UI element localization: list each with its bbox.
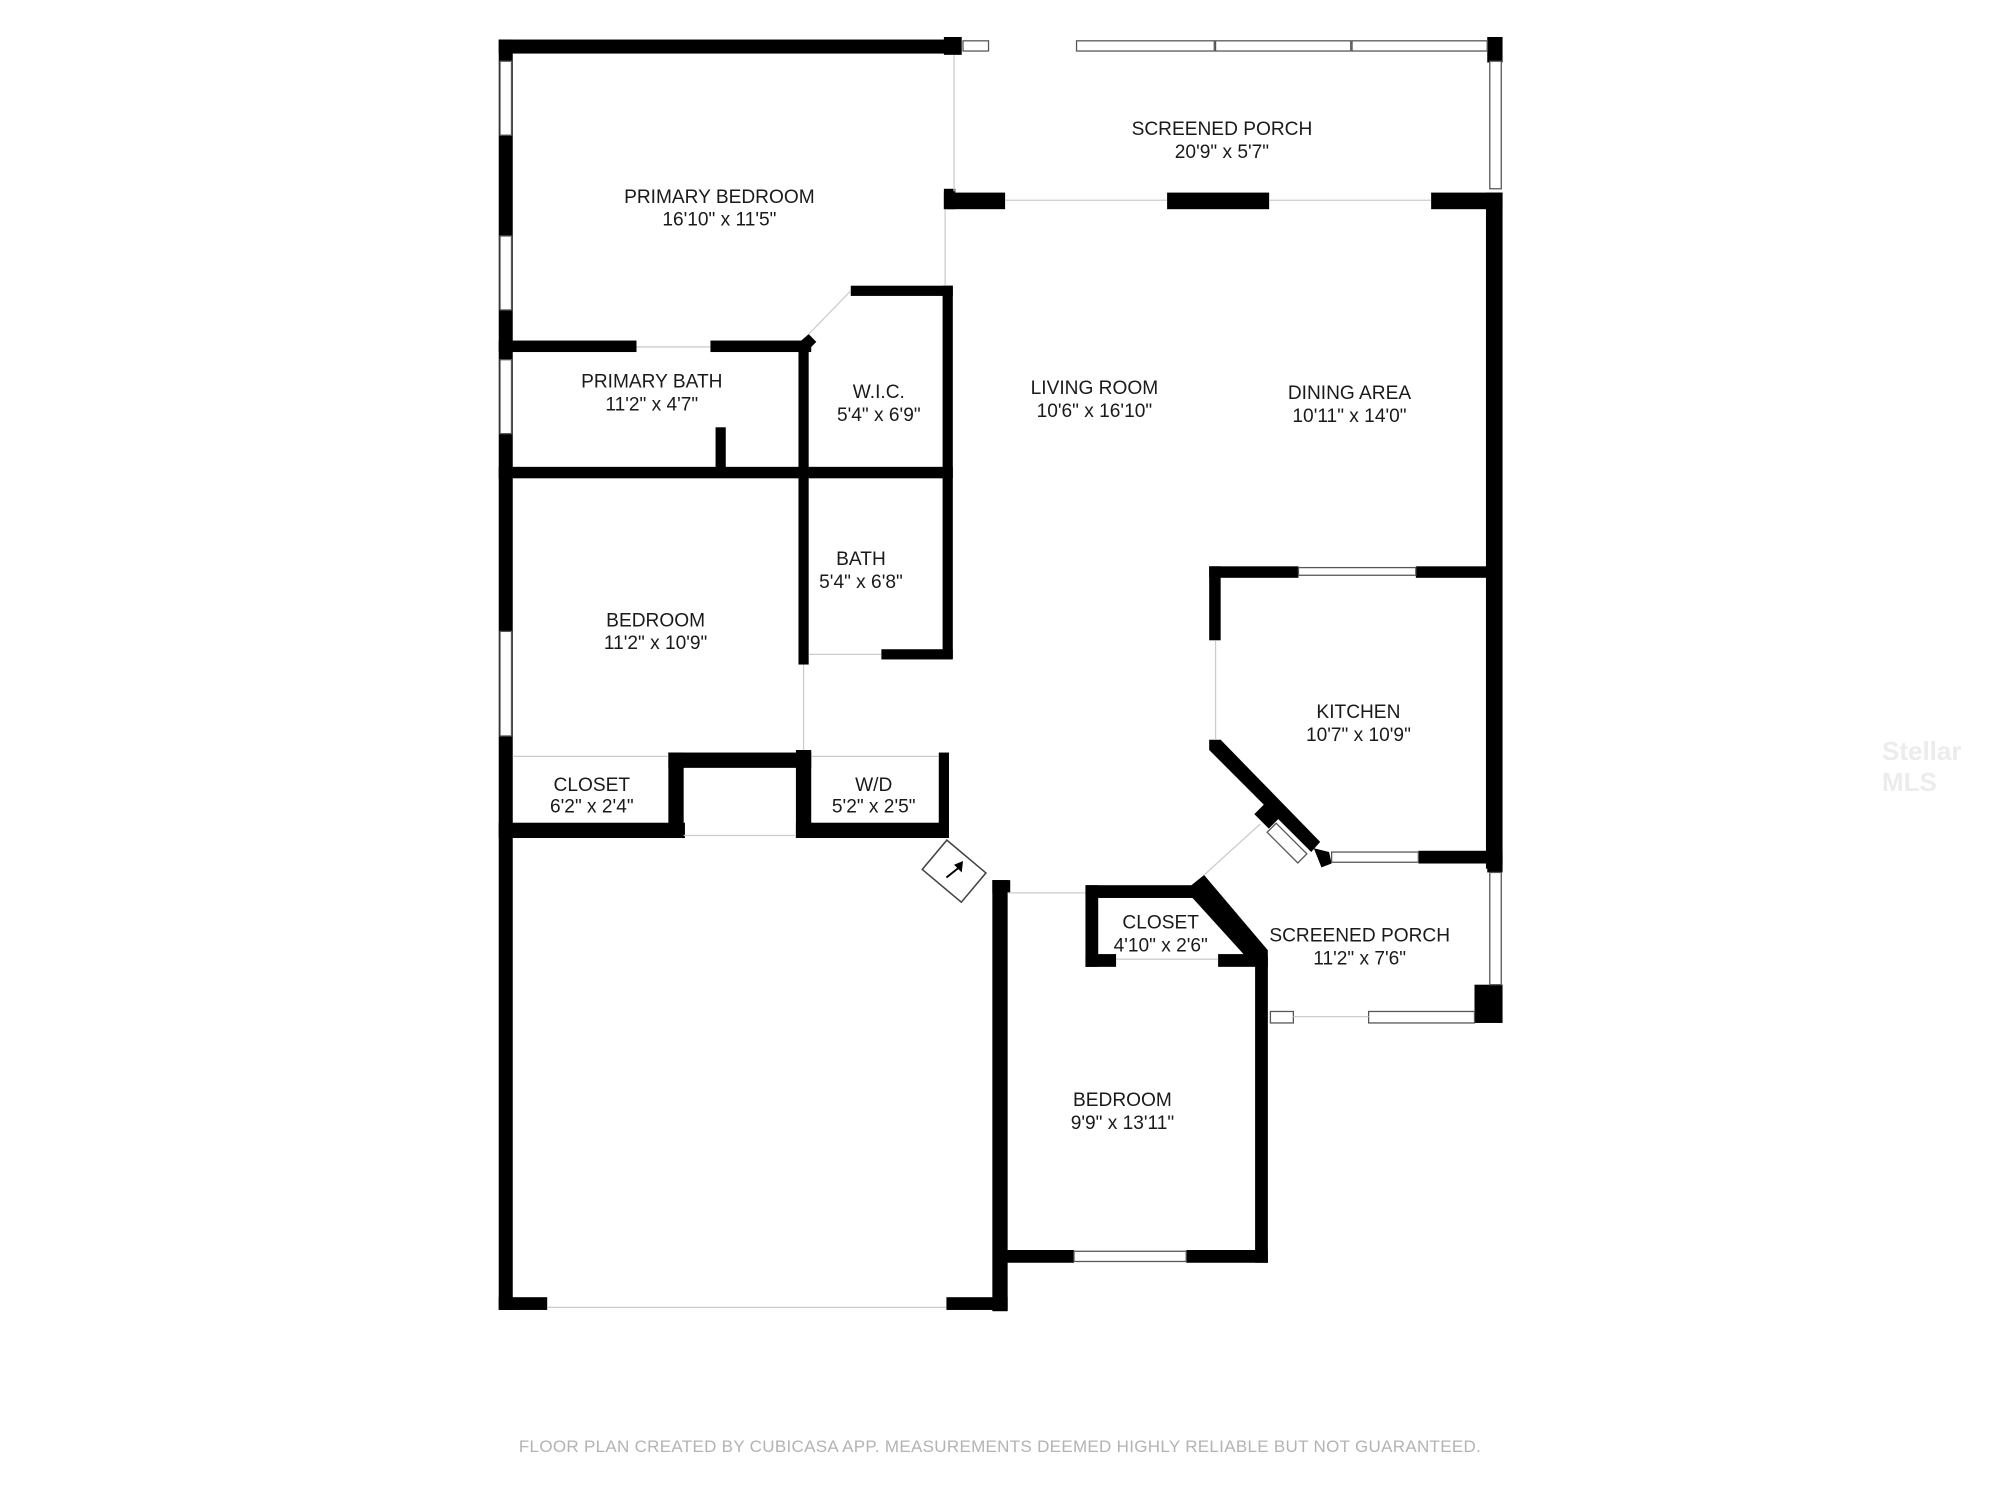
room-name: W/D	[855, 775, 892, 796]
room-label-wic: W.I.C. 5'4" x 6'9"	[837, 382, 921, 426]
room-name: CLOSET	[554, 775, 631, 796]
room-dimensions: 10'7" x 10'9"	[1306, 725, 1411, 746]
room-name: PRIMARY BEDROOM	[624, 187, 815, 208]
room-dimensions: 5'2" x 2'5"	[832, 797, 916, 818]
room-label-primary-bath: PRIMARY BATH 11'2" x 4'7"	[581, 372, 722, 416]
room-dimensions: 10'6" x 16'10"	[1037, 401, 1153, 422]
room-name: CLOSET	[1122, 913, 1199, 934]
room-label-bedroom-west: BEDROOM 11'2" x 10'9"	[604, 610, 707, 654]
room-label-primary-bedroom: PRIMARY BEDROOM 16'10" x 11'5"	[624, 187, 815, 231]
room-name: BEDROOM	[1073, 1090, 1172, 1111]
room-dimensions: 11'2" x 4'7"	[605, 395, 698, 416]
room-dimensions: 10'11" x 14'0"	[1292, 406, 1406, 427]
room-label-dining-area: DINING AREA 10'11" x 14'0"	[1288, 383, 1412, 427]
windows	[499, 40, 1502, 1263]
room-label-wd: W/D 5'2" x 2'5"	[832, 775, 916, 818]
room-label-screened-porch-top: SCREENED PORCH 20'9" x 5'7"	[1132, 119, 1313, 163]
room-label-living-room: LIVING ROOM 10'6" x 16'10"	[1031, 378, 1159, 422]
room-dimensions: 5'4" x 6'9"	[837, 405, 921, 426]
room-label-closet-south: CLOSET 4'10" x 2'6"	[1114, 913, 1208, 957]
openings	[512, 54, 1432, 1309]
room-dimensions: 11'2" x 7'6"	[1313, 948, 1406, 969]
room-name: DINING AREA	[1288, 383, 1412, 404]
room-label-screened-porch-east: SCREENED PORCH 11'2" x 7'6"	[1269, 925, 1450, 969]
room-name: LIVING ROOM	[1031, 378, 1159, 399]
room-dimensions: 11'2" x 10'9"	[604, 633, 707, 654]
room-label-kitchen: KITCHEN 10'7" x 10'9"	[1306, 702, 1411, 746]
room-dimensions: 4'10" x 2'6"	[1114, 936, 1208, 957]
room-dimensions: 6'2" x 2'4"	[550, 797, 634, 818]
room-name: BATH	[836, 549, 886, 570]
room-name: SCREENED PORCH	[1132, 119, 1313, 140]
room-name: PRIMARY BATH	[581, 372, 722, 393]
room-name: W.I.C.	[853, 382, 905, 403]
room-label-bedroom-south: BEDROOM 9'9" x 13'11"	[1071, 1090, 1174, 1134]
room-label-bath: BATH 5'4" x 6'8"	[819, 549, 903, 593]
room-dimensions: 9'9" x 13'11"	[1071, 1113, 1174, 1134]
room-dimensions: 5'4" x 6'8"	[819, 572, 903, 593]
room-label-closet-west: CLOSET 6'2" x 2'4"	[550, 775, 634, 818]
room-name: BEDROOM	[606, 610, 705, 631]
watermark: Stellar MLS	[1882, 736, 1962, 797]
room-name: SCREENED PORCH	[1269, 925, 1450, 946]
room-dimensions: 16'10" x 11'5"	[662, 210, 776, 231]
walls	[498, 36, 1503, 1312]
room-labels: PRIMARY BEDROOM 16'10" x 11'5" SCREENED …	[550, 119, 1450, 1134]
room-name: KITCHEN	[1316, 702, 1400, 723]
disclaimer-text: FLOOR PLAN CREATED BY CUBICASA APP. MEAS…	[518, 1437, 1482, 1456]
room-dimensions: 20'9" x 5'7"	[1175, 142, 1269, 163]
